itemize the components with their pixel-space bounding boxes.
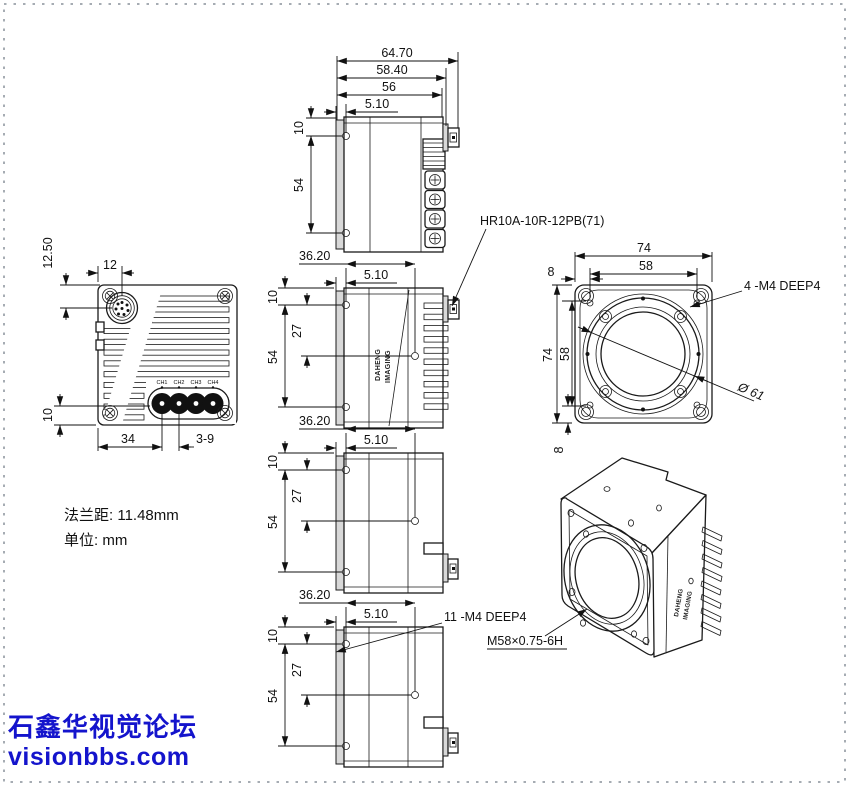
dim-3-9: 3-9	[196, 432, 214, 446]
top-view: 64.70 58.40 56 5.10 10 54	[292, 46, 460, 253]
side-heatsink-fins	[423, 302, 449, 410]
dim-10-b: 10	[266, 455, 280, 469]
dim-58-w: 58	[639, 259, 653, 273]
dim-27-c: 27	[290, 663, 304, 677]
port-label-ch3: CH3	[190, 380, 201, 386]
dim-5-10-top: 5.10	[365, 97, 389, 111]
top-view-dimensions: 64.70 58.40 56 5.10 10 54	[292, 46, 459, 234]
ch-port-block: CH1 CH2 CH3 CH4	[146, 378, 236, 424]
iso-heatsink-fins	[700, 526, 723, 636]
dim-12-50: 12.50	[41, 237, 55, 268]
dim-74-w: 74	[637, 241, 651, 255]
dim-10-top: 10	[292, 121, 306, 135]
dim-5-10-b: 5.10	[364, 433, 388, 447]
dim-56: 56	[382, 80, 396, 94]
side-view-b-dimension-labels: 36.20 5.10 10 27 54	[266, 414, 388, 529]
back-view-dimensions: 12.50 12 10 34 3-9	[41, 237, 214, 451]
dim-10-a: 10	[266, 290, 280, 304]
lens-mount-opening	[600, 311, 686, 397]
callout-front-screws: 4 -M4 DEEP4	[744, 279, 820, 293]
iso-brand-line2: IMAGING	[682, 591, 694, 621]
iso-lens-ring-outer	[563, 524, 651, 632]
dim-5-10-c: 5.10	[364, 607, 388, 621]
dim-12: 12	[103, 258, 117, 272]
dim-54-c: 54	[266, 689, 280, 703]
dim-8-bottom: 8	[552, 446, 566, 453]
hirose-connector	[442, 295, 460, 323]
dim-5-10-a: 5.10	[364, 268, 388, 282]
side-view-c-dimension-labels: 36.20 5.10 10 27 54	[266, 588, 388, 703]
front-view-dimensions: 74 58 8 74 58 8 Ø 61	[541, 241, 766, 453]
front-view: 74 58 8 74 58 8 Ø 61	[541, 241, 766, 453]
watermark-site-url: visionbbs.com	[8, 743, 190, 771]
side-view-a: DAHENG IMAGING 36.20 5.10 10 27 54	[266, 249, 460, 428]
mount-ring-screws	[599, 310, 687, 398]
brand-logo-line1: DAHENG	[375, 349, 382, 381]
dim-58-40: 58.40	[376, 63, 407, 77]
dim-74-h: 74	[541, 348, 555, 362]
isometric-view: DAHENG IMAGING	[560, 457, 723, 658]
dim-58-h: 58	[558, 347, 572, 361]
dim-64-70: 64.70	[381, 46, 412, 60]
callout-rear-connector: HR10A-10R-12PB(71)	[480, 214, 604, 228]
side-view-a-dimension-labels: 36.20 5.10 10 27 54	[266, 249, 388, 364]
dim-10-back: 10	[41, 408, 55, 422]
watermark-forum-name: 石鑫华视觉论坛	[8, 712, 198, 742]
dim-36-20-a: 36.20	[299, 249, 330, 263]
back-corner-screws	[102, 288, 233, 421]
logo-slash-band	[102, 286, 163, 424]
dim-27-a: 27	[290, 324, 304, 338]
callout-side-screws: 11 -M4 DEEP4	[444, 610, 526, 624]
dim-36-20-c: 36.20	[299, 588, 330, 602]
top-view-connector	[442, 123, 460, 152]
iso-brand-line1: DAHENG	[673, 588, 685, 617]
callout-labels: HR10A-10R-12PB(71) 4 -M4 DEEP4 11 -M4 DE…	[335, 214, 820, 653]
note-units: 单位: mm	[64, 532, 128, 549]
watermark: 石鑫华视觉论坛 visionbbs.com	[8, 712, 197, 772]
iso-lens-opening	[574, 537, 640, 619]
side-view-c: 36.20 5.10 10 27 54	[266, 588, 459, 767]
port-label-ch2: CH2	[173, 380, 184, 386]
callout-mount-thread: M58×0.75-6H	[487, 634, 563, 648]
dim-54-b: 54	[266, 515, 280, 529]
dim-54-top: 54	[292, 178, 306, 192]
port-label-ch1: CH1	[156, 380, 167, 386]
dim-34: 34	[121, 432, 135, 446]
port-label-ch4: CH4	[207, 380, 218, 386]
note-flange-distance: 法兰距: 11.48mm	[64, 507, 179, 524]
drawing-notes: 法兰距: 11.48mm 单位: mm	[64, 503, 179, 553]
brand-logo-line2: IMAGING	[385, 350, 392, 383]
back-view: CH1 CH2 CH3 CH4 12.50 12 10 34 3-	[41, 237, 238, 451]
dim-27-b: 27	[290, 489, 304, 503]
dim-36-20-b: 36.20	[299, 414, 330, 428]
side-view-b: 36.20 5.10 10 27 54	[266, 414, 459, 593]
page-dashed-border	[3, 3, 846, 783]
dim-10-c: 10	[266, 629, 280, 643]
dim-8-top: 8	[548, 265, 555, 279]
front-body-outline	[574, 284, 713, 424]
dim-54-a: 54	[266, 350, 280, 364]
rear-interface-stack	[422, 138, 446, 249]
